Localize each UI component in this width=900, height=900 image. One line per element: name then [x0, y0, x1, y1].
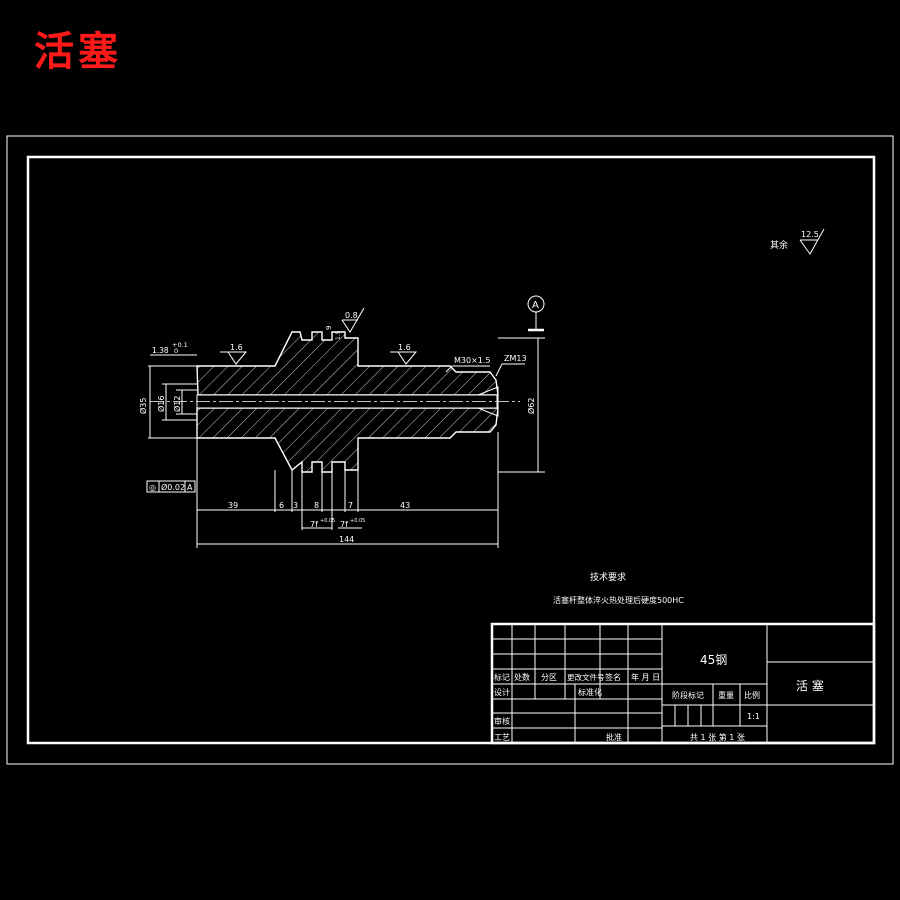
svg-text:45钢: 45钢 — [700, 653, 727, 667]
svg-text:活 塞: 活 塞 — [796, 678, 824, 693]
svg-text:6: 6 — [279, 501, 284, 510]
svg-text:分区: 分区 — [541, 673, 557, 682]
svg-text:7: 7 — [348, 501, 353, 510]
svg-text:工艺: 工艺 — [494, 733, 510, 742]
svg-text:其余: 其余 — [770, 239, 788, 251]
svg-text:1.6: 1.6 — [398, 343, 411, 352]
svg-text:Ø16: Ø16 — [156, 396, 166, 412]
svg-text:ZM13: ZM13 — [504, 354, 527, 363]
svg-text:1:1: 1:1 — [747, 712, 760, 721]
svg-text:A: A — [532, 300, 539, 311]
part-roughness-marks: 1.6 1.6 0.8 9 1.5 — [220, 307, 418, 365]
title-block: 标记 处数 分区 更改文件号 签名 年 月 日 设计 标准化 审核 工艺 批准 … — [490, 622, 876, 745]
svg-text:签名: 签名 — [605, 672, 621, 682]
svg-text:年 月 日: 年 月 日 — [631, 672, 660, 682]
svg-text:43: 43 — [400, 501, 410, 510]
roughness-symbol: 其余 12.5 — [770, 228, 825, 255]
svg-text:144: 144 — [339, 535, 354, 544]
svg-text:A: A — [187, 483, 193, 492]
inner-frame — [26, 155, 876, 745]
svg-text:M30×1.5: M30×1.5 — [454, 356, 491, 365]
svg-text:1.6: 1.6 — [230, 343, 243, 352]
svg-text:比例: 比例 — [744, 690, 760, 700]
tolerance-frame: ◎ Ø0.02 A — [146, 480, 196, 493]
svg-text:1.5: 1.5 — [335, 330, 342, 340]
svg-text:0.8: 0.8 — [345, 311, 358, 320]
svg-text:9: 9 — [325, 326, 333, 330]
svg-text:12.5: 12.5 — [801, 230, 819, 239]
svg-text:Ø35: Ø35 — [138, 398, 148, 414]
svg-text:标记: 标记 — [494, 672, 510, 682]
svg-text:7f: 7f — [310, 520, 318, 529]
bottom-dimensions: 39 6 3 8 7 43 7f +0.05 7f +0.05 144 — [196, 432, 499, 548]
outer-frame — [6, 135, 894, 765]
svg-text:1.38: 1.38 — [152, 346, 169, 355]
datum-a: A Ø62 — [498, 295, 545, 473]
svg-text:8: 8 — [314, 501, 319, 510]
svg-text:重量: 重量 — [718, 690, 734, 700]
svg-text:设计: 设计 — [494, 687, 510, 697]
drawing-title: 活塞 — [34, 28, 122, 75]
thread-callouts: M30×1.5 ZM13 — [445, 354, 527, 377]
technical-notes: 技术要求 活塞杆整体淬火热处理后硬度500HC — [553, 571, 684, 605]
svg-text:阶段标记: 阶段标记 — [672, 690, 704, 700]
svg-text:活塞杆整体淬火热处理后硬度500HC: 活塞杆整体淬火热处理后硬度500HC — [553, 595, 684, 605]
svg-text:Ø62: Ø62 — [526, 398, 536, 414]
svg-text:+0.05: +0.05 — [350, 518, 365, 524]
svg-text:7f: 7f — [340, 520, 348, 529]
svg-text:Ø0.02: Ø0.02 — [161, 482, 185, 492]
svg-text:0: 0 — [174, 347, 178, 355]
svg-text:3: 3 — [293, 501, 298, 510]
svg-text:Ø12: Ø12 — [172, 396, 182, 412]
svg-text:技术要求: 技术要求 — [590, 571, 626, 583]
svg-text:更改文件号: 更改文件号 — [567, 672, 605, 682]
svg-text:39: 39 — [228, 501, 238, 510]
left-dimensions: Ø35 Ø16 Ø12 1.38 +0.1 0 — [138, 341, 197, 439]
svg-text:批准: 批准 — [606, 732, 622, 742]
svg-text:审核: 审核 — [494, 716, 510, 726]
svg-text:◎: ◎ — [149, 483, 156, 492]
svg-text:标准化: 标准化 — [578, 687, 602, 697]
svg-text:+0.1: +0.1 — [172, 341, 188, 349]
svg-text:处数: 处数 — [514, 672, 530, 682]
svg-text:共 1 张 第 1 张: 共 1 张 第 1 张 — [690, 732, 745, 742]
piston-body — [150, 331, 520, 473]
svg-text:+0.05: +0.05 — [320, 518, 335, 524]
